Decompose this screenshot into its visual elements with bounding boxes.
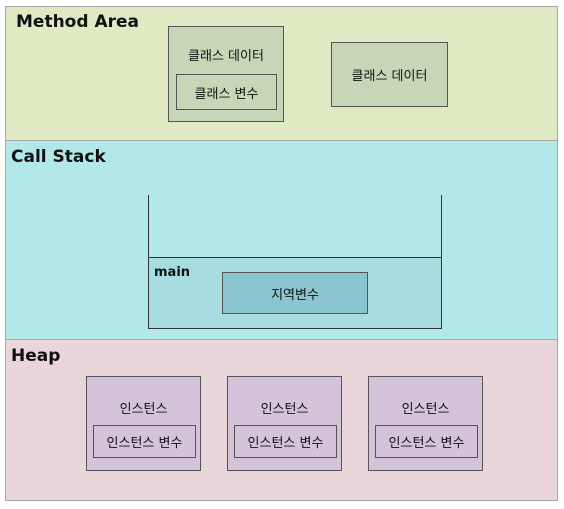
local-variable-box: 지역변수: [222, 272, 368, 314]
main-frame-label: main: [154, 265, 191, 280]
instance-box: 인스턴스 인스턴스 변수: [368, 376, 483, 471]
heap-region: Heap 인스턴스 인스턴스 변수 인스턴스 인스턴스 변수 인스턴스 인스턴스…: [5, 339, 558, 501]
instance-box: 인스턴스 인스턴스 변수: [227, 376, 342, 471]
instance-label: 인스턴스: [260, 402, 309, 417]
heap-title: Heap: [11, 346, 61, 366]
stack-container: main 지역변수: [148, 195, 442, 329]
instance-label: 인스턴스: [119, 402, 168, 417]
instance-variable-label: 인스턴스 변수: [106, 436, 183, 451]
method-area-title: Method Area: [16, 12, 139, 32]
instance-box: 인스턴스 인스턴스 변수: [86, 376, 201, 471]
call-stack-title: Call Stack: [11, 147, 106, 167]
instance-variable-label: 인스턴스 변수: [247, 436, 324, 451]
class-data-box-second: 클래스 데이터: [331, 42, 448, 107]
instance-variable-box: 인스턴스 변수: [375, 425, 478, 458]
instance-variable-box: 인스턴스 변수: [234, 425, 337, 458]
class-data-second-label: 클래스 데이터: [351, 69, 428, 84]
instance-variable-label: 인스턴스 변수: [388, 436, 465, 451]
instance-label: 인스턴스: [401, 402, 450, 417]
local-variable-label: 지역변수: [271, 287, 319, 303]
class-variable-box: 클래스 변수: [176, 74, 277, 110]
method-area-region: Method Area 클래스 데이터 클래스 변수 클래스 데이터: [5, 6, 558, 141]
class-data-label: 클래스 데이터: [188, 49, 264, 64]
class-variable-label: 클래스 변수: [194, 86, 259, 102]
instance-variable-box: 인스턴스 변수: [93, 425, 196, 458]
call-stack-region: Call Stack main 지역변수: [5, 140, 558, 340]
class-data-box: 클래스 데이터 클래스 변수: [168, 26, 284, 122]
main-stack-frame: main 지역변수: [149, 257, 441, 328]
